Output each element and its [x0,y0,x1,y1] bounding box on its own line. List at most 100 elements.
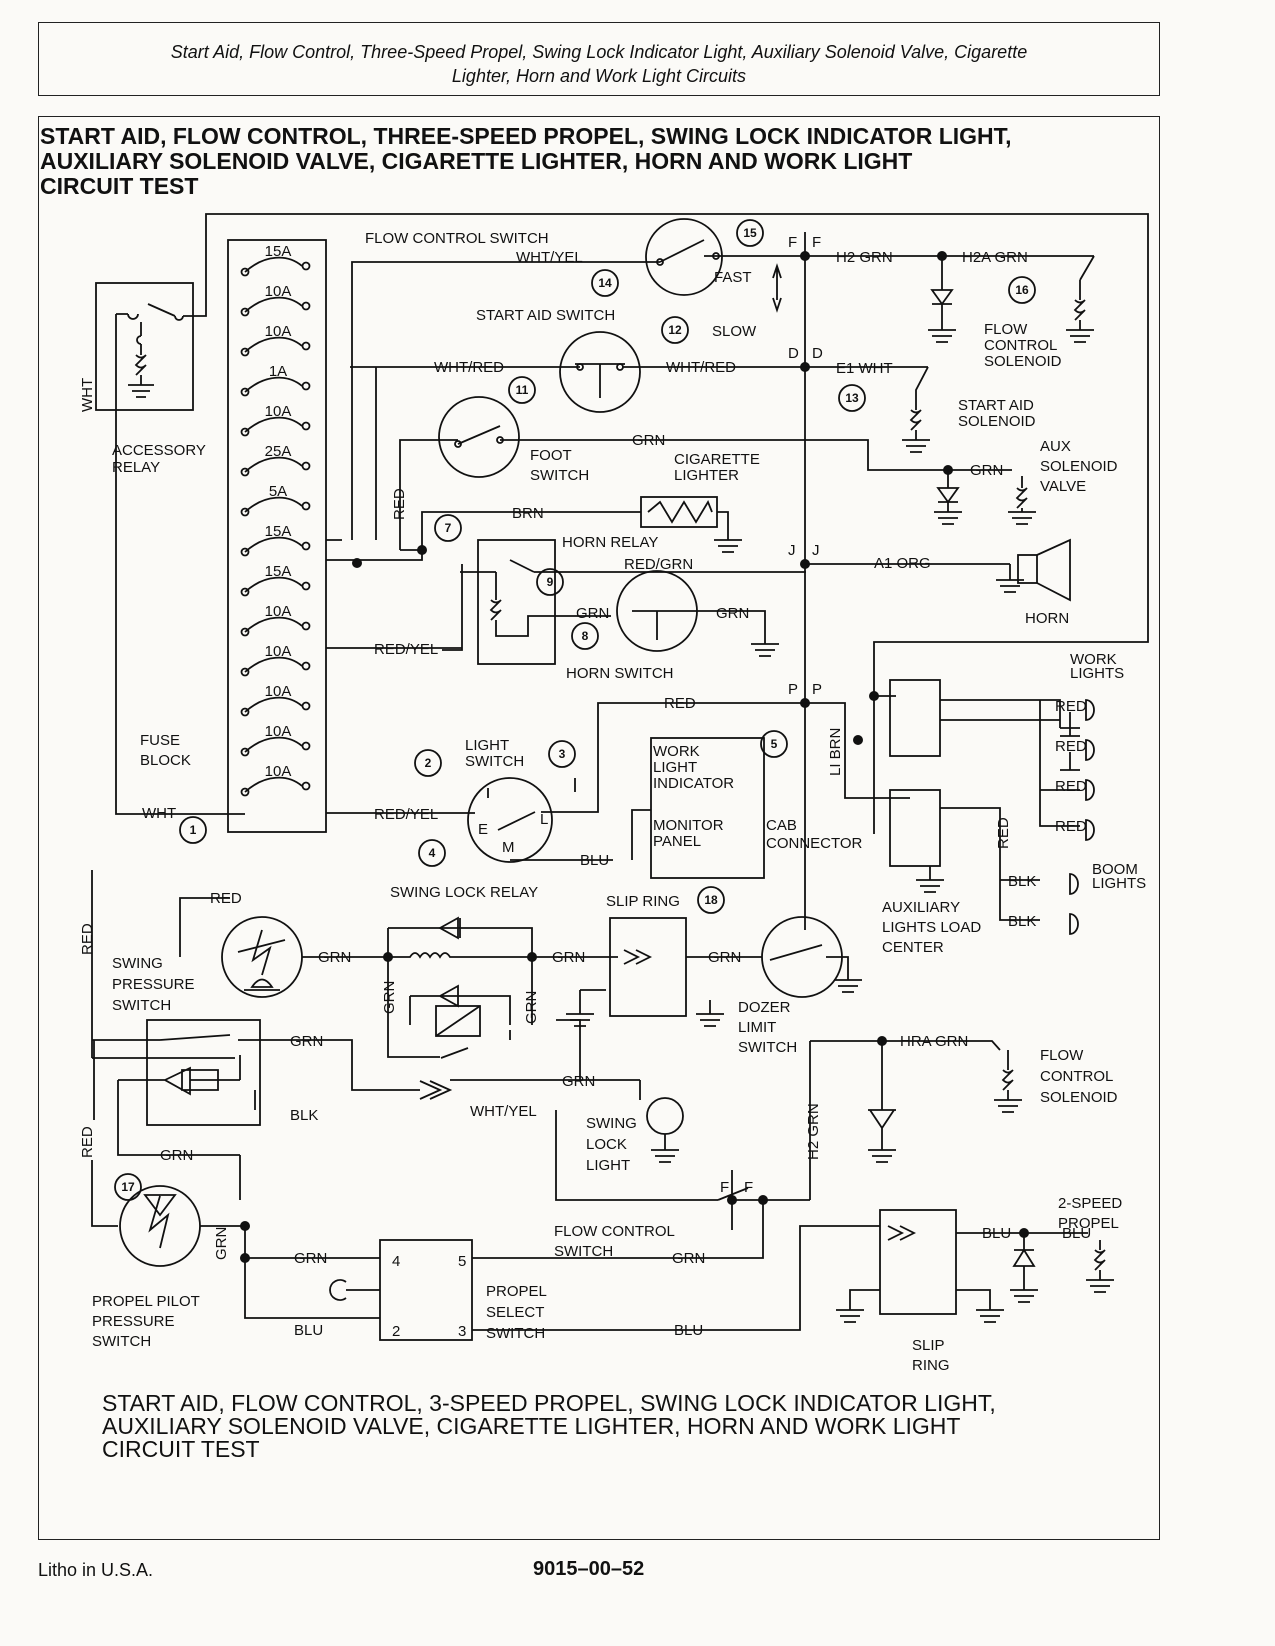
fuse-rating: 15A [265,243,292,260]
swing-pressure-switch-label-line-3: SWITCH [112,997,171,1014]
callout-number-3: 3 [559,747,566,761]
fuse-link [244,456,303,473]
horn-relay-label: HORN RELAY [562,534,658,551]
callout-number-2: 2 [425,756,432,770]
wire-wht-label: WHT [142,805,176,822]
callout-number-16: 16 [1015,283,1029,297]
fuse-link [244,416,303,433]
flow-control-solenoid-label-line-2: CONTROL [984,337,1057,354]
wire-a1-org-label: A1 ORG [874,555,931,572]
propel-pilot-pressure-switch-label-line-3: SWITCH [92,1333,151,1350]
cigarette-lighter-label-line-2: LIGHTER [674,467,739,484]
fuse-rating: 5A [269,483,287,500]
propel-pin-5: 5 [458,1253,466,1270]
fuse-terminal [301,621,311,631]
aux-lights-relay-1 [889,679,941,757]
propel-relay-box [146,1019,261,1126]
fuse-link [244,576,303,593]
aux-lights-load-center-label-line-3: CENTER [882,939,944,956]
work-lights-label-line-1: WORK [1070,651,1117,668]
callout-number-5: 5 [771,737,778,751]
slip-ring-2 [879,1209,957,1315]
monitor-panel-label-line-2: PANEL [653,833,701,850]
fuse-terminal [301,421,311,431]
wire-red-vertical-2: RED [79,923,96,955]
bottom-title-line-1: START AID, FLOW CONTROL, 3-SPEED PROPEL,… [102,1390,996,1416]
flow-control-switch-top[interactable] [645,218,723,296]
light-switch-terminal-l: L [540,811,548,828]
accessory-relay-label-line-2: RELAY [112,459,160,476]
fuse-link [244,376,303,393]
callout-number-17: 17 [121,1180,135,1194]
wire-red-yel-label-2: RED/YEL [374,806,438,823]
callout-number-11: 11 [516,383,529,397]
wire-grn-foot-label: GRN [632,432,665,449]
start-aid-switch-label: START AID SWITCH [476,307,615,324]
wire-blk-boom-1: BLK [1008,873,1036,890]
swing-lock-light-label-line-1: SWING [586,1115,637,1132]
wire-grn-dozer-label: GRN [708,949,741,966]
fuse-terminal [240,267,250,277]
dozer-limit-switch-label-line-1: DOZER [738,999,791,1016]
callout-circle-17 [114,1173,142,1201]
flow-control-switch-2-label-line-1: FLOW CONTROL [554,1223,675,1240]
aux-solenoid-valve-label-line-3: VALVE [1040,478,1086,495]
swing-pressure-switch[interactable] [221,916,303,998]
flow-control-solenoid-label-line-3: SOLENOID [984,353,1062,370]
fuse-rating: 1A [269,363,287,380]
work-light-indicator-label-line-3: INDICATOR [653,775,734,792]
cigarette-lighter-label-line-1: CIGARETTE [674,451,760,468]
callout-circle-8 [571,622,599,650]
connector-f-right: F [812,234,821,251]
start-aid-switch[interactable] [559,331,641,413]
propel-select-switch-label-line-2: SELECT [486,1304,544,1321]
light-switch[interactable] [467,777,553,863]
start-aid-solenoid-label-line-1: START AID [958,397,1034,414]
propel-pin-2: 2 [392,1323,400,1340]
wire-red-light-label: RED [664,695,696,712]
dozer-limit-switch-label-line-2: LIMIT [738,1019,776,1036]
fuse-link [244,536,303,553]
fuse-rating: 15A [265,563,292,580]
aux-solenoid-valve-label-line-1: AUX [1040,438,1071,455]
flow-control-switch-2-label-line-2: SWITCH [554,1243,613,1260]
callout-number-9: 9 [547,575,554,589]
fuse-link [244,776,303,793]
callout-number-14: 14 [598,276,612,290]
horn-switch-label: HORN SWITCH [566,665,674,682]
horn-label: HORN [1025,610,1069,627]
wire-grn-select-2-label: GRN [672,1250,705,1267]
light-switch-terminal-m: M [502,839,515,856]
wire-red-wl-2: RED [1055,738,1087,755]
foot-switch[interactable] [438,396,520,478]
slow-label: SLOW [712,323,757,340]
connector-d-right: D [812,345,823,362]
main-title-line-1: START AID, FLOW CONTROL, THREE-SPEED PRO… [40,123,1012,149]
connector-f-left-2: F [720,1179,729,1196]
callout-circle-16 [1008,276,1036,304]
cab-connector-label-line-2: CONNECTOR [766,835,863,852]
wire-red-vertical-3: RED [79,1126,96,1158]
fuse-terminal [301,541,311,551]
wire-li-brn-label: LI BRN [827,728,844,776]
wire-grn-select-label: GRN [294,1250,327,1267]
fuse-terminal [301,581,311,591]
fuse-terminal [301,781,311,791]
footer-page-number: 9015–00–52 [533,1558,645,1580]
connector-j-right: J [812,542,820,559]
connector-f-left: F [788,234,797,251]
fuse-link [244,696,303,713]
fuse-rating: 10A [265,763,292,780]
callout-number-13: 13 [845,391,859,405]
callout-number-12: 12 [668,323,682,337]
fuse-terminal [240,787,250,797]
two-speed-propel-label-line-1: 2-SPEED [1058,1195,1122,1212]
accessory-relay-box [95,282,194,411]
callout-circle-15 [736,219,764,247]
wire-grn-horn-2-label: GRN [716,605,749,622]
wire-wht-yel-label-2: WHT/YEL [470,1103,537,1120]
flow-control-solenoid-2-label-line-3: SOLENOID [1040,1089,1118,1106]
fuse-rating: 10A [265,643,292,660]
